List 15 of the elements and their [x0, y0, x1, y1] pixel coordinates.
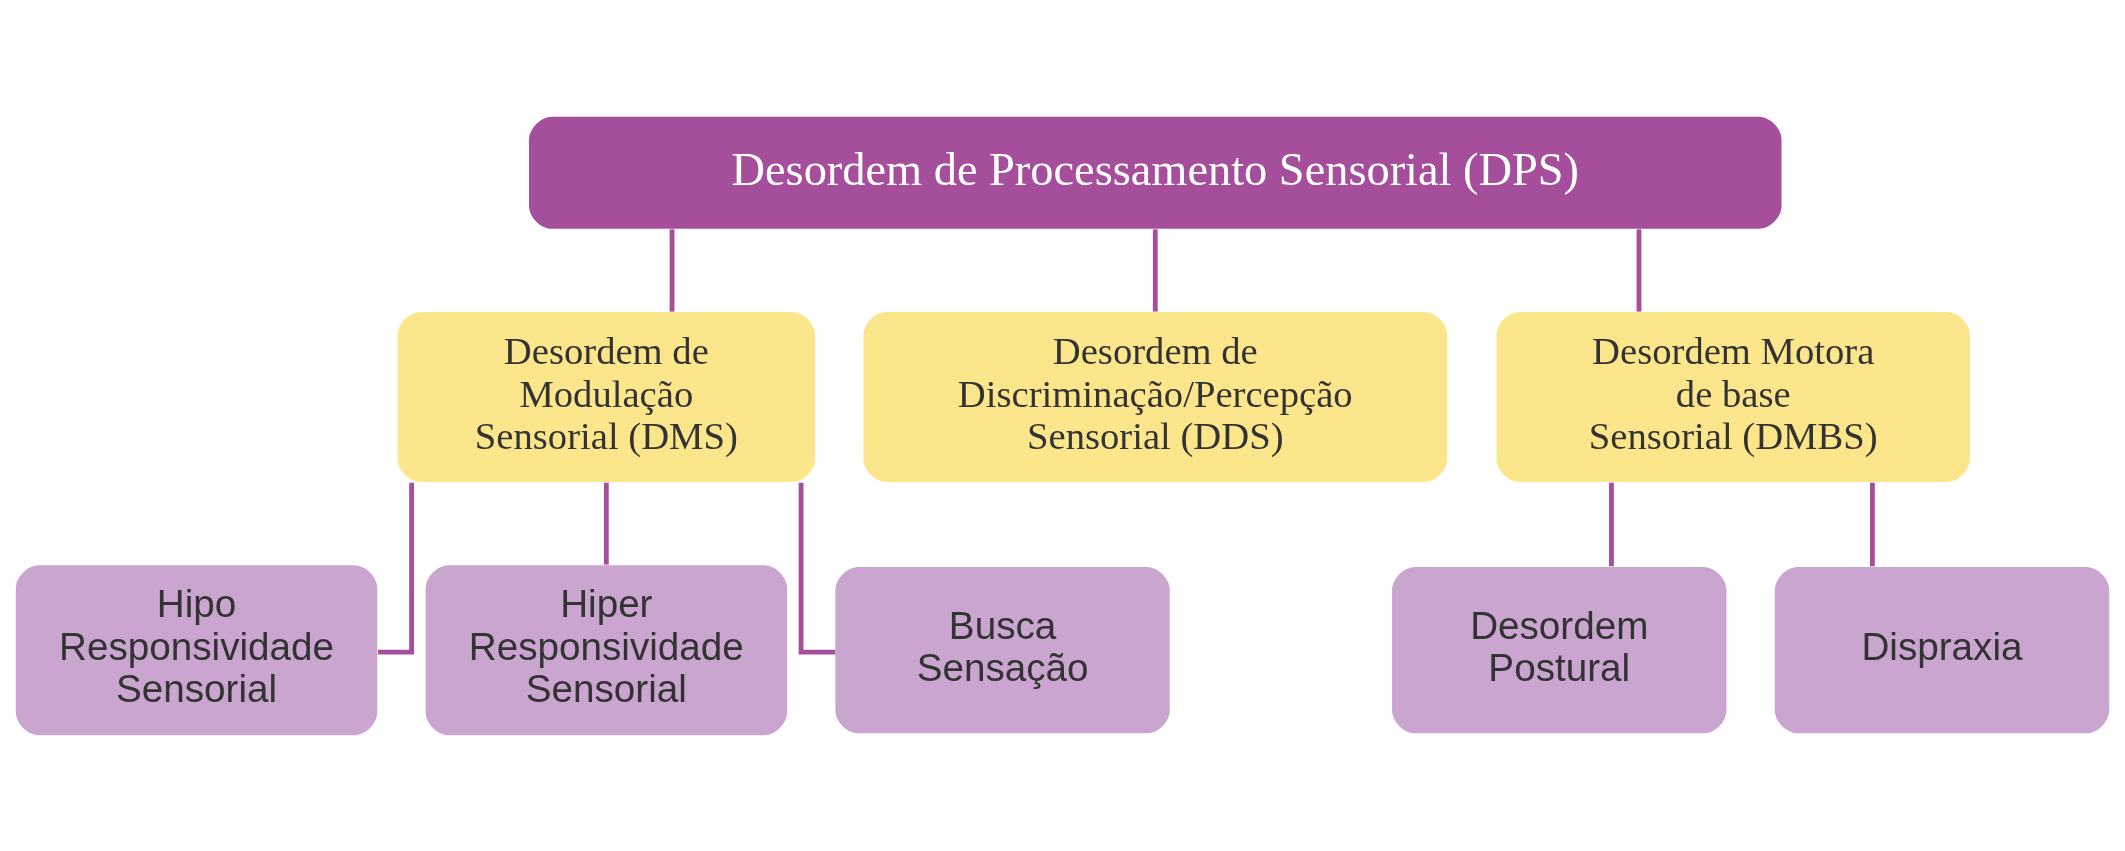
connector [1152, 228, 1158, 312]
node-box: Dispraxia [1774, 566, 2110, 733]
connector [1636, 228, 1642, 312]
connector [1870, 482, 1875, 566]
connector [1609, 482, 1614, 566]
connector [603, 482, 609, 565]
node-box: Desordem Postural [1392, 566, 1727, 733]
node-box: Busca Sensação [835, 566, 1170, 733]
node-box: Hiper Responsividade Sensorial [425, 564, 788, 735]
connector [669, 228, 675, 312]
node-box: Hipo Responsividade Sensorial [15, 564, 378, 735]
node-box: Desordem de Modulação Sensorial (DMS) [397, 311, 816, 482]
node-box: Desordem de Discriminação/Percepção Sensorial (DDS) [863, 311, 1448, 482]
node-box: Desordem de Processamento Sensorial (DPS) [529, 116, 1782, 229]
node-box: Desordem Motora de base Sensorial (DMBS) [1496, 311, 1970, 482]
